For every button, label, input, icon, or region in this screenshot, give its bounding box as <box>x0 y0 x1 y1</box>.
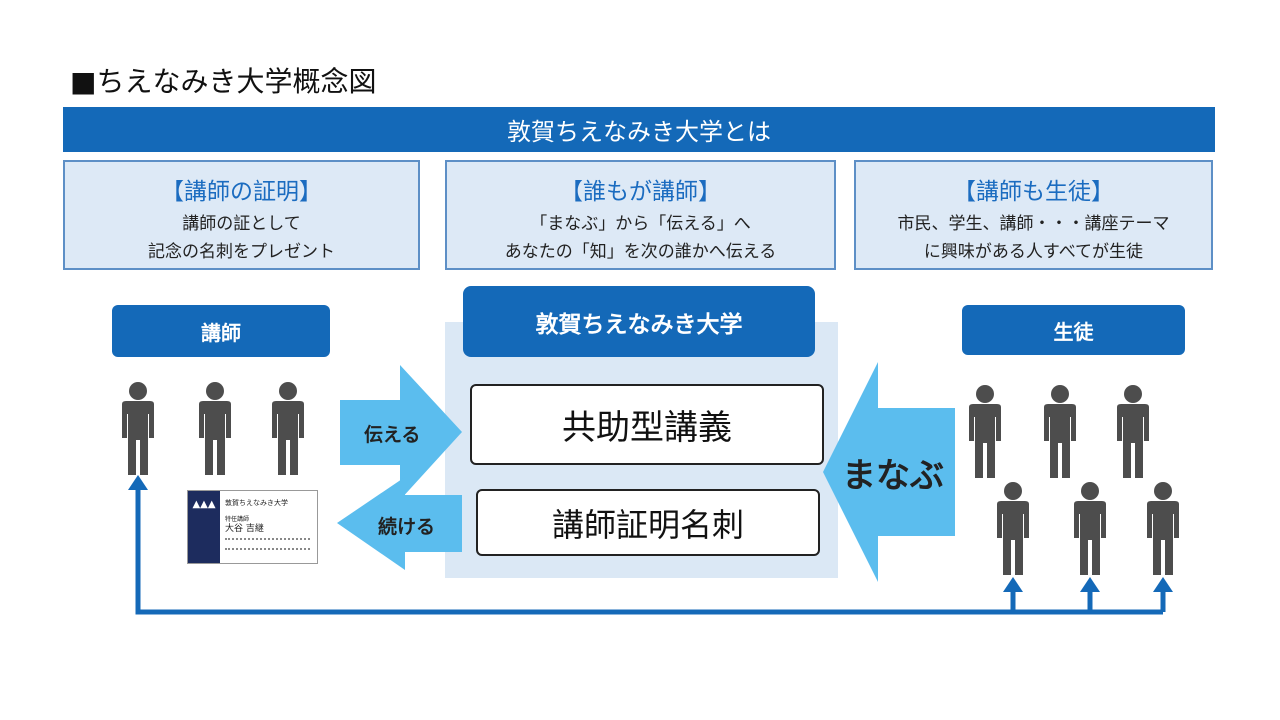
arrow-up-icon <box>1080 577 1100 592</box>
teacher-person-icon <box>199 382 231 475</box>
arrow-up-icon <box>1153 577 1173 592</box>
feature-line: 市民、学生、講師・・・講座テーマ <box>897 214 1170 234</box>
student-person-icon <box>1147 482 1179 575</box>
arrow-up-icon <box>1003 577 1023 592</box>
cooperative-lecture-box: 共助型講義 <box>470 384 824 465</box>
feature-box-anyone-teacher: 【誰もが講師】 「まなぶ」から「伝える」へ あなたの「知」を次の誰かへ伝える <box>445 160 836 270</box>
student-person-icon <box>1074 482 1106 575</box>
card-logo-icon: ▲▲▲ <box>188 491 220 563</box>
arrow-left-learn-icon <box>823 362 955 582</box>
card-details <box>225 538 310 550</box>
arrow-up-icon <box>128 475 148 490</box>
feature-box-certificate: 【講師の証明】 講師の証として 記念の名刺をプレゼント <box>63 160 420 270</box>
arrow-left-continue-icon <box>337 477 462 570</box>
business-card: ▲▲▲ 敦賀ちえなみき大学 特任講師 大谷 吉継 <box>187 490 318 564</box>
feature-title: 【講師も生徒】 <box>953 179 1114 205</box>
feature-title: 【誰もが講師】 <box>560 179 721 205</box>
feature-line: 「まなぶ」から「伝える」へ <box>530 214 751 234</box>
feature-line: に興味がある人すべてが生徒 <box>923 242 1144 262</box>
center-header: 敦賀ちえなみき大学 <box>463 286 815 357</box>
card-role: 特任講師 <box>225 516 250 523</box>
teacher-person-icon <box>122 382 154 475</box>
card-org: 敦賀ちえなみき大学 <box>225 499 288 507</box>
feature-box-teacher-student: 【講師も生徒】 市民、学生、講師・・・講座テーマ に興味がある人すべてが生徒 <box>854 160 1213 270</box>
feature-line: 記念の名刺をプレゼント <box>148 242 335 262</box>
teacher-person-icon <box>272 382 304 475</box>
page-title: ■ちえなみき大学概念図 <box>70 65 377 98</box>
convey-label: 伝える <box>364 424 421 446</box>
student-person-icon <box>1044 385 1076 478</box>
feature-line: 講師の証として <box>182 214 301 234</box>
student-person-icon <box>969 385 1001 478</box>
continue-label: 続ける <box>378 516 436 538</box>
arrow-right-convey-icon <box>340 365 462 500</box>
student-person-icon <box>997 482 1029 575</box>
feature-line: あなたの「知」を次の誰かへ伝える <box>504 242 777 262</box>
card-name: 大谷 吉継 <box>225 524 264 534</box>
feature-title: 【講師の証明】 <box>161 179 322 205</box>
certificate-card-box: 講師証明名刺 <box>476 489 820 556</box>
learn-label: まなぶ <box>842 456 944 496</box>
teachers-label: 講師 <box>112 305 330 357</box>
student-person-icon <box>1117 385 1149 478</box>
students-label: 生徒 <box>962 305 1185 355</box>
banner: 敦賀ちえなみき大学とは <box>63 107 1215 152</box>
